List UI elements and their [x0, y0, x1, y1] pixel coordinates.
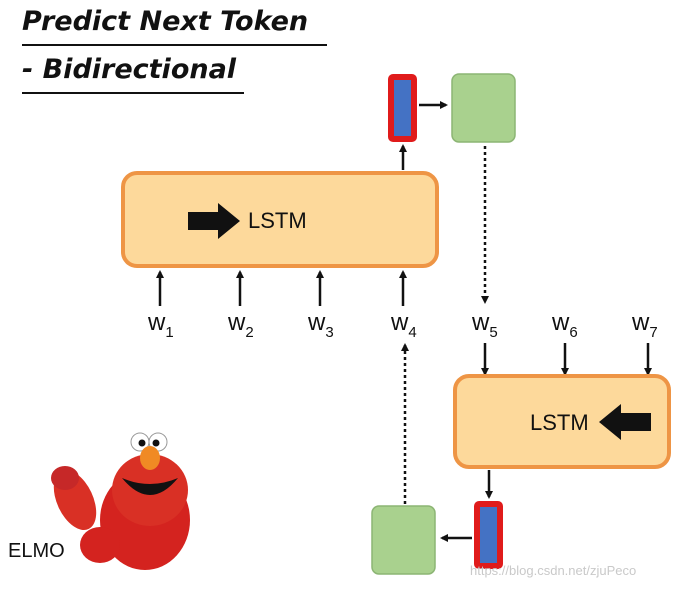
- watermark: https://blog.csdn.net/zjuPeco: [470, 563, 637, 578]
- backward-lstm-box: [453, 374, 671, 469]
- forward-output-box: [451, 73, 516, 143]
- backward-lstm-label: LSTM: [530, 410, 589, 435]
- forward-arrow-icon: [188, 203, 240, 239]
- forward-hidden-vector-inner: [394, 80, 411, 136]
- token-w7: w7: [631, 309, 658, 341]
- elmo-illustration: [51, 432, 190, 570]
- forward-lstm-box: [121, 171, 439, 268]
- elmo-label: ELMO: [8, 540, 65, 562]
- backward-arrow-icon: [599, 404, 651, 440]
- backward-output-box: [371, 505, 436, 575]
- title-line-1: Predict Next Token: [22, 6, 309, 37]
- backward-hidden-vector-inner: [480, 507, 497, 563]
- forward-lstm-label: LSTM: [248, 208, 307, 233]
- title-line-2: - Bidirectional: [22, 54, 237, 85]
- title-underline-2: [22, 92, 244, 94]
- token-w1: w1: [147, 309, 174, 341]
- token-w6: w6: [551, 309, 578, 341]
- title-underline-1: [22, 44, 327, 46]
- token-w2: w2: [227, 309, 254, 341]
- token-w4: w4: [390, 309, 417, 341]
- token-w3: w3: [307, 309, 334, 341]
- token-w5: w5: [471, 309, 498, 341]
